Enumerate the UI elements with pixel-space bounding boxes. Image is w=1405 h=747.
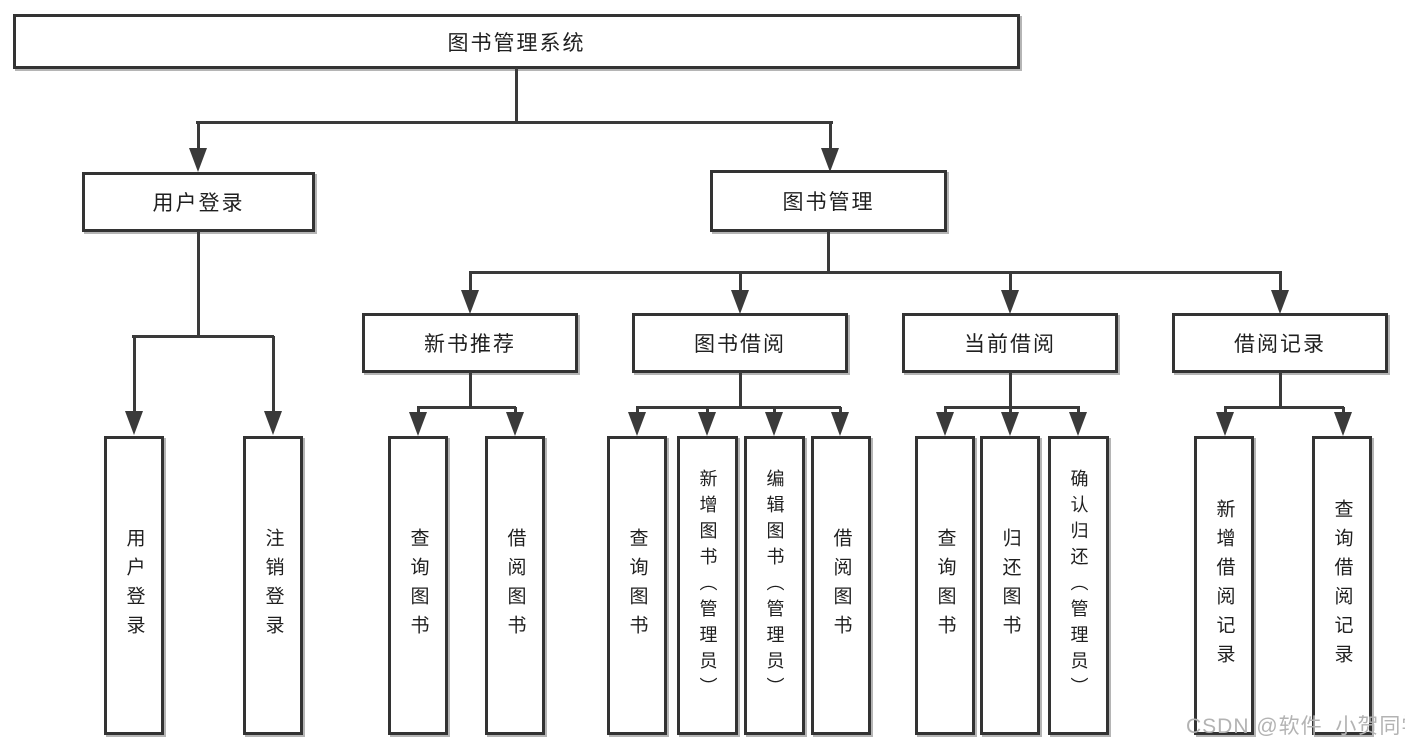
leaf-user-login-label: 用户登录 (123, 527, 145, 644)
arrow-cb-query-book (936, 407, 954, 436)
node-root-system: 图书管理系统 (13, 14, 1020, 69)
leaf-bb-edit-book-admin: 编辑图书（管理员） (744, 436, 805, 735)
arrow-cb-confirm-return (1069, 407, 1087, 436)
leaf-nb-query-book: 查询图书 (388, 436, 448, 735)
connector-root-rail (196, 121, 833, 124)
node-new-book-recommend: 新书推荐 (362, 313, 578, 373)
leaf-bb-borrow-book: 借阅图书 (811, 436, 871, 735)
leaf-br-add-record: 新增借阅记录 (1194, 436, 1254, 735)
connector-current-stem (1009, 372, 1012, 409)
leaf-bb-add-book-admin-label: 新增图书（管理员） (697, 468, 718, 703)
arrow-to-current-borrowing (1001, 272, 1019, 314)
leaf-nb-borrow-book: 借阅图书 (485, 436, 545, 735)
arrow-nb-query-book (409, 407, 427, 436)
node-new-book-recommend-label: 新书推荐 (424, 333, 516, 356)
node-book-borrowing: 图书借阅 (632, 313, 848, 373)
leaf-nb-borrow-book-label: 借阅图书 (504, 527, 526, 644)
connector-current-rail (944, 406, 1080, 409)
leaf-logout: 注销登录 (243, 436, 303, 735)
leaf-br-query-record-label: 查询借阅记录 (1331, 498, 1353, 673)
leaf-logout-label: 注销登录 (262, 527, 284, 644)
arrow-to-leaf-logout (264, 336, 282, 435)
leaf-nb-query-book-label: 查询图书 (407, 527, 429, 644)
leaf-bb-add-book-admin: 新增图书（管理员） (677, 436, 738, 735)
node-book-management-label: 图书管理 (782, 191, 875, 214)
connector-book-management-rail (469, 271, 1282, 274)
node-book-borrowing-label: 图书借阅 (694, 333, 786, 356)
connector-user-login-stem (197, 231, 200, 337)
arrow-bb-edit-book (765, 407, 783, 436)
arrow-nb-borrow-book (506, 407, 524, 436)
leaf-cb-return-book: 归还图书 (980, 436, 1040, 735)
node-current-borrowing-label: 当前借阅 (964, 333, 1056, 356)
leaf-cb-confirm-return-admin-label: 确认归还（管理员） (1068, 468, 1089, 703)
arrow-br-query-record (1334, 407, 1352, 436)
node-root-label: 图书管理系统 (447, 31, 586, 55)
connector-book-management-stem (827, 231, 830, 273)
node-borrow-records: 借阅记录 (1172, 313, 1388, 373)
leaf-bb-edit-book-admin-label: 编辑图书（管理员） (764, 468, 785, 703)
leaf-bb-borrow-book-label: 借阅图书 (830, 527, 852, 644)
arrow-to-new-book-recommend (461, 272, 479, 314)
leaf-cb-return-book-label: 归还图书 (999, 527, 1021, 644)
node-user-login-label: 用户登录 (152, 192, 245, 215)
connector-root-stem (515, 68, 518, 123)
leaf-bb-query-book-label: 查询图书 (626, 527, 648, 644)
leaf-br-query-record: 查询借阅记录 (1312, 436, 1372, 735)
leaf-br-add-record-label: 新增借阅记录 (1213, 498, 1235, 673)
connector-new-book-stem (469, 372, 472, 409)
arrow-bb-borrow-book (831, 407, 849, 436)
arrow-to-leaf-user-login (125, 336, 143, 435)
connector-records-rail (1224, 406, 1344, 409)
leaf-bb-query-book: 查询图书 (607, 436, 667, 735)
connector-new-book-rail (417, 406, 516, 409)
arrow-to-user-login (189, 122, 207, 172)
leaf-cb-query-book: 查询图书 (915, 436, 975, 735)
node-current-borrowing: 当前借阅 (902, 313, 1118, 373)
node-borrow-records-label: 借阅记录 (1234, 333, 1326, 356)
connector-records-stem (1279, 372, 1282, 409)
connector-borrowing-rail (636, 406, 841, 409)
arrow-to-book-borrowing (731, 272, 749, 314)
arrow-to-book-management (821, 122, 839, 172)
leaf-cb-confirm-return-admin: 确认归还（管理员） (1048, 436, 1109, 735)
connector-user-login-rail (132, 335, 274, 338)
leaf-cb-query-book-label: 查询图书 (934, 527, 956, 644)
arrow-bb-add-book (698, 407, 716, 436)
node-user-login: 用户登录 (82, 172, 315, 232)
arrow-to-borrow-records (1271, 272, 1289, 314)
csdn-watermark: CSDN @软件_小贺同学 (1186, 715, 1405, 738)
connector-borrowing-stem (739, 372, 742, 409)
arrow-br-add-record (1216, 407, 1234, 436)
node-book-management: 图书管理 (710, 170, 947, 232)
arrow-bb-query-book (628, 407, 646, 436)
arrow-cb-return-book (1001, 407, 1019, 436)
leaf-user-login: 用户登录 (104, 436, 164, 735)
